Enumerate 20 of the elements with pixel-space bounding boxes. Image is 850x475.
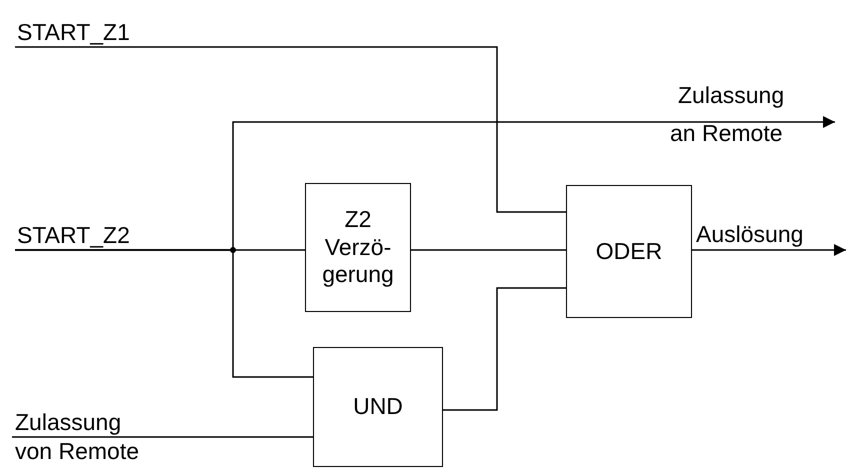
signal-label: Zulassung xyxy=(678,82,784,110)
block-label: Z2 xyxy=(344,206,372,234)
connector-line xyxy=(411,249,566,251)
or-gate-block xyxy=(566,185,692,318)
signal-label: Auslösung xyxy=(696,221,804,249)
block-label: ODER xyxy=(596,238,662,266)
delay-block xyxy=(305,183,411,312)
signal-label: Zulassung xyxy=(15,409,122,437)
arrow xyxy=(692,244,846,256)
signal-label: an Remote xyxy=(670,120,783,148)
signal-label: START_Z2 xyxy=(17,222,130,250)
connector-line xyxy=(12,436,313,438)
and-gate-block xyxy=(313,347,443,467)
block-label: UND xyxy=(353,393,403,421)
connector-line xyxy=(15,46,566,213)
connector-line xyxy=(15,249,313,378)
signal-label: START_Z1 xyxy=(17,19,130,47)
block-label: Verzö- gerung xyxy=(321,234,395,289)
connector-line xyxy=(443,287,566,411)
signal-label: von Remote xyxy=(15,438,140,466)
